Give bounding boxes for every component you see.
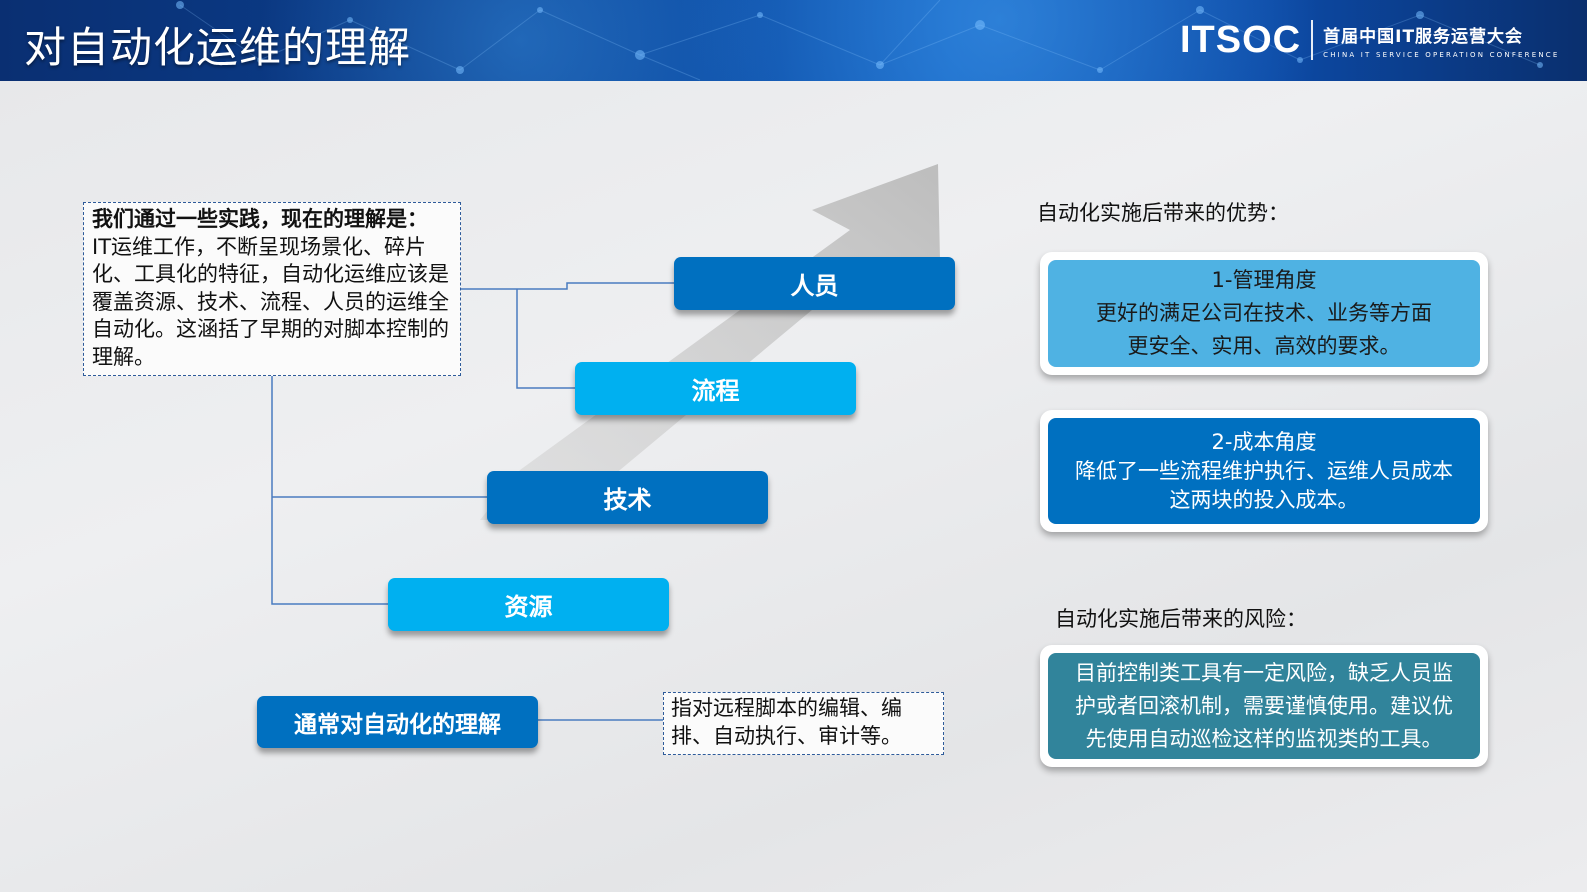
advantages-title: 自动化实施后带来的优势： [1037,201,1289,225]
advantage-card-cost-heading: 2-成本角度 [1211,429,1317,454]
advantage-card-cost-line: 这两块的投入成本。 [1169,487,1359,512]
network-pattern-decoration [176,0,1543,81]
risk-card-line: 先使用自动巡检这样的监视类的工具。 [1085,726,1443,751]
risk-card-line: 目前控制类工具有一定风险，缺乏人员监 [1075,660,1453,685]
step-process: 流程 [575,362,856,415]
risks-title: 自动化实施后带来的风险： [1055,607,1307,631]
step-process-label: 流程 [691,377,740,405]
advantage-card-management: 1-管理角度 更好的满足公司在技术、业务等方面 更安全、实用、高效的要求。 [1040,252,1488,375]
risk-card-line: 护或者回滚机制，需要谨慎使用。建议优 [1075,693,1453,718]
common-understanding-text: 通常对自动化的理解 [294,712,501,738]
advantage-card-management-line: 更好的满足公司在技术、业务等方面 [1096,301,1432,325]
advantage-card-cost-line: 降低了一些流程维护执行、运维人员成本 [1075,458,1453,483]
advantage-card-cost: 2-成本角度 降低了一些流程维护执行、运维人员成本 这两块的投入成本。 [1040,410,1488,532]
header-banner: 对自动化运维的理解 ITSOC 首届中国IT服务运营大会 CHINA IT SE… [0,0,1587,81]
step-resources: 资源 [388,578,669,631]
logo-wordmark: ITSOC [1180,18,1302,61]
risk-card-body: 目前控制类工具有一定风险，缺乏人员监 护或者回滚机制，需要谨慎使用。建议优 先使… [1048,653,1480,759]
understanding-note-body: IT运维工作，不断呈现场景化、碎片化、工具化的特征，自动化运维应该是覆盖资源、技… [92,234,449,369]
logo-english-name: CHINA IT SERVICE OPERATION CONFERENCE [1323,50,1560,59]
step-resources-label: 资源 [504,593,553,621]
step-personnel: 人员 [674,257,955,310]
risk-card: 目前控制类工具有一定风险，缺乏人员监 护或者回滚机制，需要谨慎使用。建议优 先使… [1040,645,1488,767]
logo-divider [1311,20,1314,60]
page-title: 对自动化运维的理解 [24,23,412,72]
advantage-card-management-heading: 1-管理角度 [1211,268,1317,292]
logo-chinese-name: 首届中国IT服务运营大会 [1323,26,1524,47]
step-technology-label: 技术 [603,486,652,514]
understanding-note: 我们通过一些实践，现在的理解是： IT运维工作，不断呈现场景化、碎片化、工具化的… [83,202,461,376]
step-technology: 技术 [487,471,768,524]
step-personnel-label: 人员 [790,272,839,300]
advantage-card-cost-body: 2-成本角度 降低了一些流程维护执行、运维人员成本 这两块的投入成本。 [1048,418,1480,524]
common-understanding-note: 指对远程脚本的编辑、编排、自动执行、审计等。 [663,692,944,755]
advantage-card-management-body: 1-管理角度 更好的满足公司在技术、业务等方面 更安全、实用、高效的要求。 [1048,260,1480,367]
logo-subtitle: 首届中国IT服务运营大会 CHINA IT SERVICE OPERATION … [1323,22,1559,59]
understanding-note-heading: 我们通过一些实践，现在的理解是： [92,207,428,231]
advantage-card-management-line: 更安全、实用、高效的要求。 [1127,334,1401,358]
common-understanding-label: 通常对自动化的理解 [257,696,538,748]
conference-logo: ITSOC 首届中国IT服务运营大会 CHINA IT SERVICE OPER… [1180,18,1560,62]
